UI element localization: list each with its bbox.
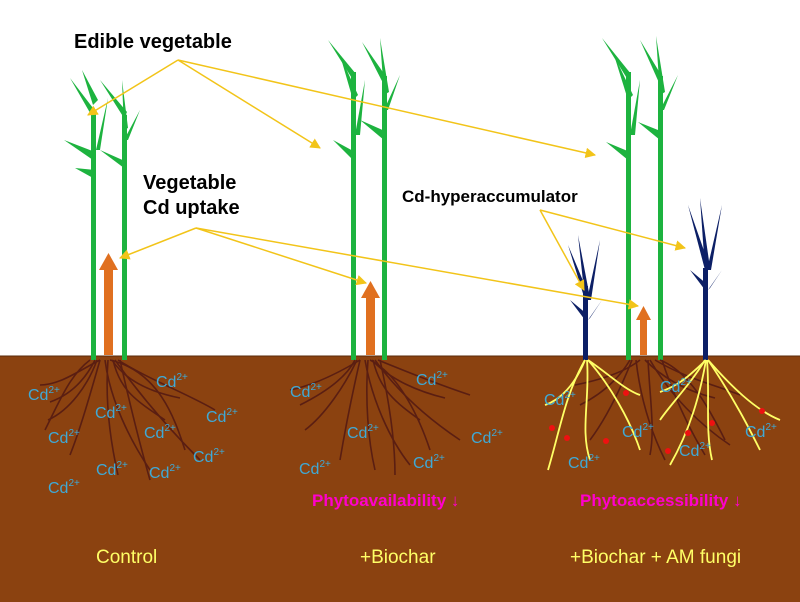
label-vegetable-cd-uptake-line1: Vegetable bbox=[143, 172, 236, 194]
cd-uptake-arrow-biochar bbox=[361, 281, 380, 355]
cd-ion-label: Cd2+ bbox=[471, 428, 503, 447]
cd-ions: Cd2+ Cd2+ Cd2+ Cd2+ Cd2+ Cd2+ Cd2+ Cd2+ Cd2+ Cd2+… bbox=[28, 370, 777, 497]
cd-ion-label: Cd2+ bbox=[745, 422, 777, 441]
cd-ion-label: Cd2+ bbox=[347, 423, 379, 442]
cd-ion-label: Cd2+ bbox=[660, 377, 692, 396]
biochar-roots bbox=[289, 359, 471, 476]
hyperaccumulator-plant-right bbox=[688, 198, 722, 360]
cd-ion-label: Cd2+ bbox=[413, 453, 445, 472]
cd-ion-label: Cd2+ bbox=[28, 385, 60, 404]
cd-ion-label: Cd2+ bbox=[96, 460, 128, 479]
fungal-hyphae bbox=[544, 359, 781, 471]
amf-vegetable-plant bbox=[602, 36, 678, 360]
fungal-spores bbox=[549, 390, 765, 454]
cd-ion-label: Cd2+ bbox=[149, 463, 181, 482]
treatment-label-biochar: +Biochar bbox=[360, 547, 436, 568]
cd-ion-label: Cd2+ bbox=[544, 390, 576, 409]
cd-ion-label: Cd2+ bbox=[48, 478, 80, 497]
control-vegetable-plant bbox=[64, 70, 140, 360]
cd-uptake-arrow-amf bbox=[636, 306, 651, 355]
label-cd-hyperaccumulator: Cd-hyperaccumulator bbox=[402, 187, 578, 206]
cd-ion-label: Cd2+ bbox=[622, 422, 654, 441]
biochar-vegetable-plant bbox=[328, 38, 400, 360]
cd-ion-label: Cd2+ bbox=[299, 459, 331, 478]
label-vegetable-cd-uptake-line2: Cd uptake bbox=[143, 197, 240, 219]
treatment-label-control: Control bbox=[96, 547, 157, 568]
label-edible-vegetable: Edible vegetable bbox=[74, 31, 232, 53]
cd-ion-label: Cd2+ bbox=[144, 423, 176, 442]
cd-ion-label: Cd2+ bbox=[206, 407, 238, 426]
treatment-label-biochar-amf: +Biochar + AM fungi bbox=[570, 547, 741, 568]
cd-ion-label: Cd2+ bbox=[156, 372, 188, 391]
pointer-arrows bbox=[87, 59, 687, 310]
control-roots bbox=[39, 359, 216, 481]
label-phytoaccessibility: Phytoaccessibility ↓ bbox=[580, 491, 742, 510]
label-phytoavailability: Phytoavailability ↓ bbox=[312, 491, 459, 510]
cd-uptake-arrow-control bbox=[99, 253, 118, 355]
hyperaccumulator-plant-left bbox=[568, 235, 602, 360]
cd-ion-label: Cd2+ bbox=[679, 441, 711, 460]
cd-ion-label: Cd2+ bbox=[416, 370, 448, 389]
cd-ion-label: Cd2+ bbox=[290, 382, 322, 401]
cd-ion-label: Cd2+ bbox=[193, 447, 225, 466]
cd-ion-label: Cd2+ bbox=[568, 453, 600, 472]
cd-ion-label: Cd2+ bbox=[48, 428, 80, 447]
cd-ion-label: Cd2+ bbox=[95, 403, 127, 422]
